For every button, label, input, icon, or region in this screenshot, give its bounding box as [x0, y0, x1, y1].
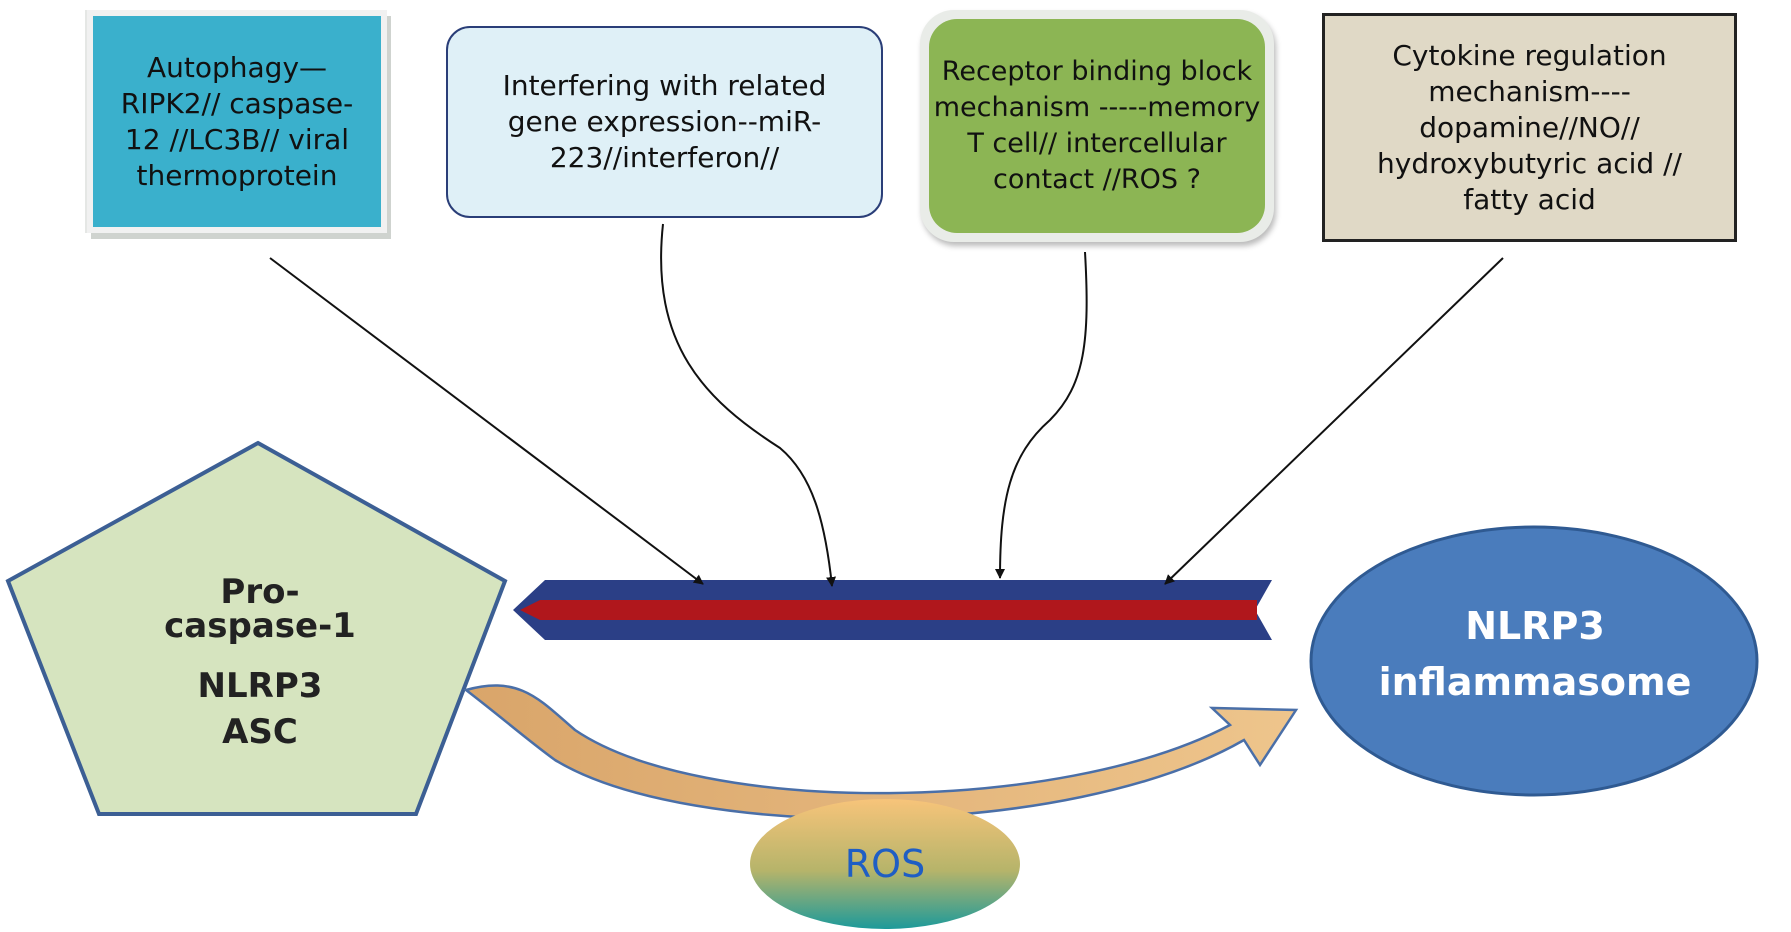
- interfering-box: Interfering with related gene expression…: [446, 26, 883, 218]
- cytokine-line: Cytokine regulation: [1392, 38, 1667, 72]
- interfering-line: gene expression--miR-: [507, 105, 822, 138]
- autophagy-line: 12 //LC3B// viral: [124, 122, 350, 156]
- cytokine-line: dopamine//NO//: [1419, 110, 1640, 144]
- receptor-line: T cell// intercellular: [967, 128, 1227, 159]
- ros-ellipse: [750, 799, 1020, 929]
- interfering-line: 223//interferon//: [549, 141, 780, 174]
- pentagon-line: NLRP3: [197, 666, 323, 706]
- ellipse-line: NLRP3: [1465, 604, 1605, 648]
- pro-caspase-pentagon: [5, 440, 508, 816]
- arrow-receptor: [995, 251, 1088, 579]
- ros-label: ROS: [844, 842, 926, 886]
- receptor-box: Receptor binding block mechanism -----me…: [920, 10, 1274, 242]
- autophagy-line: thermoprotein: [136, 158, 338, 192]
- arrow-interfering: [660, 223, 837, 587]
- autophagy-line: Autophagy—: [146, 50, 328, 84]
- receptor-line: Receptor binding block: [941, 56, 1253, 87]
- double-line-arrow-inner: [520, 600, 1257, 620]
- receptor-line: contact //ROS ?: [993, 164, 1201, 195]
- arrow-autophagy: [269, 257, 704, 585]
- ellipse-label: NLRP3 inflammasome: [1370, 598, 1700, 710]
- interfering-line: Interfering with related: [502, 69, 827, 102]
- ellipse-line: inflammasome: [1378, 660, 1692, 704]
- curved-arrow: [463, 684, 1299, 820]
- pentagon-label: Pro- caspase-1 NLRP3 ASC: [150, 575, 370, 749]
- arrow-cytokine: [1164, 257, 1504, 585]
- receptor-box-inner: Receptor binding block mechanism -----me…: [929, 19, 1265, 233]
- pentagon-line: ASC: [222, 712, 298, 752]
- cytokine-line: mechanism----: [1428, 74, 1631, 108]
- cytokine-line: hydroxybutyric acid //: [1377, 146, 1682, 180]
- nlrp3-inflammasome-ellipse: [1309, 525, 1759, 797]
- autophagy-line: RIPK2// caspase-: [120, 86, 354, 120]
- pentagon-line: caspase-1: [164, 606, 356, 646]
- receptor-line: mechanism -----memory: [933, 92, 1261, 123]
- cytokine-line: fatty acid: [1463, 182, 1596, 216]
- autophagy-box: Autophagy— RIPK2// caspase- 12 //LC3B// …: [87, 10, 387, 233]
- cytokine-box: Cytokine regulation mechanism---- dopami…: [1322, 13, 1737, 242]
- pentagon-line: Pro-: [220, 572, 300, 612]
